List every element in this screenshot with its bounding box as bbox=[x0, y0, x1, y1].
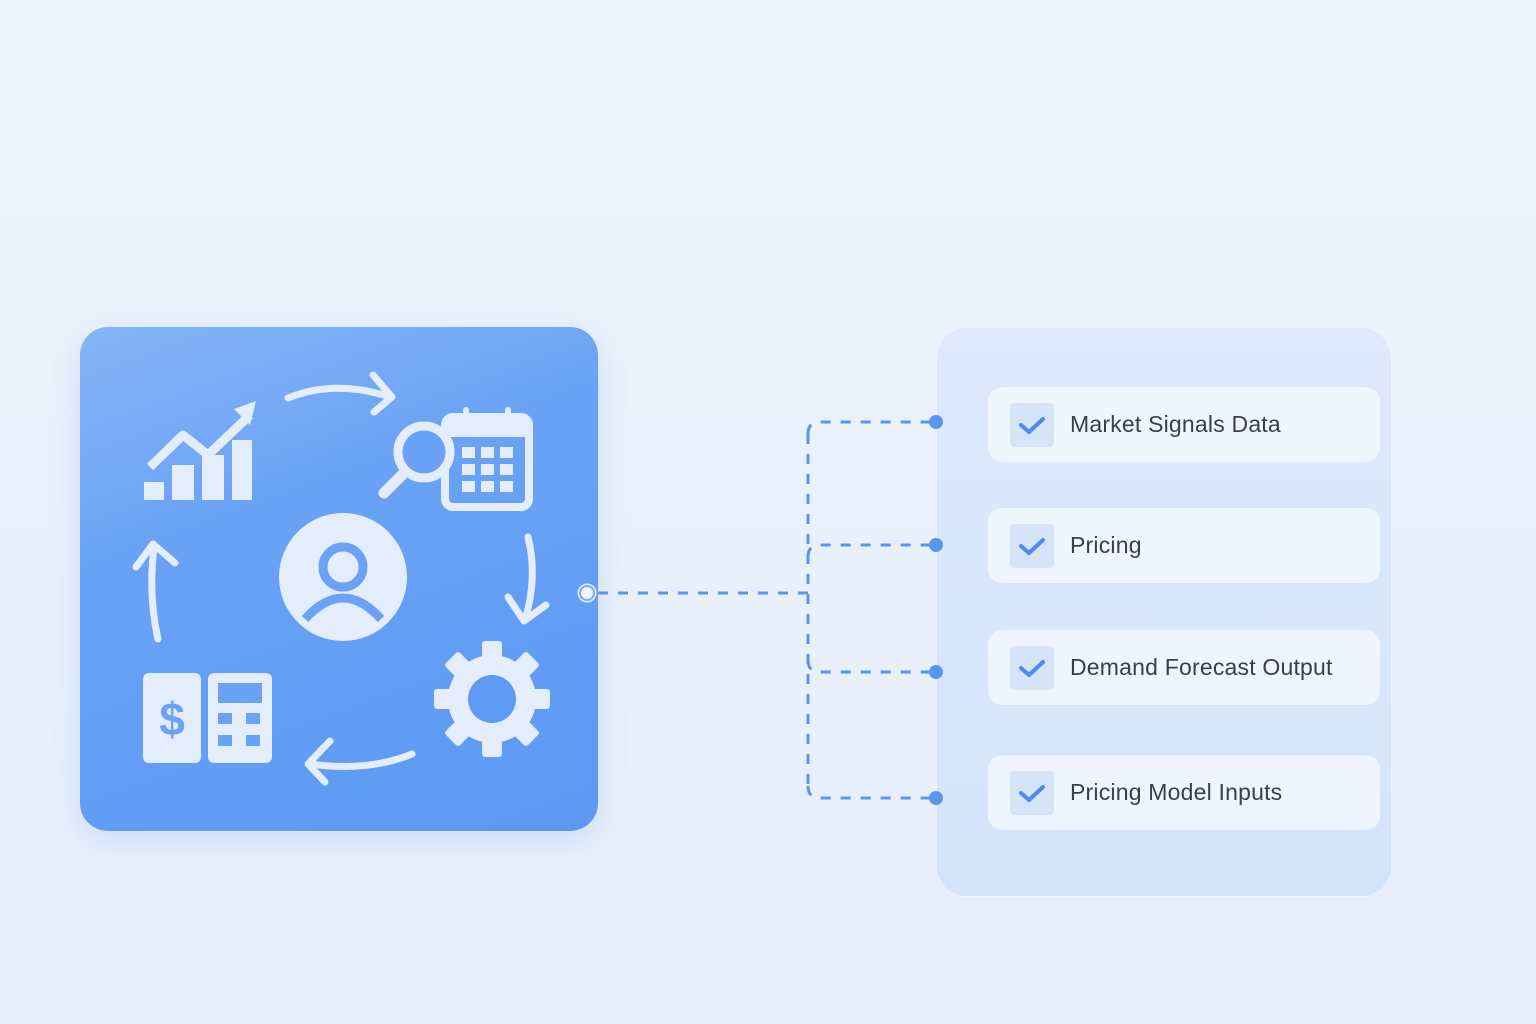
arrow-right-curved-icon bbox=[284, 371, 396, 416]
checkbox-checked[interactable] bbox=[1010, 523, 1054, 568]
workflow-hub-card: $ bbox=[80, 327, 598, 831]
checkbox-checked[interactable] bbox=[1010, 402, 1054, 447]
checklist-item-label: Demand Forecast Output bbox=[1070, 654, 1333, 680]
checkmark-icon bbox=[1019, 784, 1045, 802]
checkbox-checked[interactable] bbox=[1010, 645, 1054, 690]
user-circle-icon bbox=[279, 513, 407, 641]
checklist-item-pricing-model-inputs[interactable]: Pricing Model Inputs bbox=[988, 755, 1380, 830]
checklist-item-label: Pricing Model Inputs bbox=[1070, 779, 1283, 805]
checkmark-icon bbox=[1019, 659, 1045, 677]
checkbox-checked[interactable] bbox=[1010, 770, 1054, 815]
checklist-item-market-signals-data[interactable]: Market Signals Data bbox=[988, 387, 1380, 462]
checklist-item-pricing[interactable]: Pricing bbox=[988, 508, 1380, 583]
arrow-left-curved-icon bbox=[304, 737, 416, 786]
workflow-cycle-graphic: $ bbox=[132, 371, 550, 786]
checkmark-icon bbox=[1019, 416, 1045, 434]
arrow-up-curved-icon bbox=[132, 540, 179, 643]
checkmark-icon bbox=[1019, 537, 1045, 555]
checklist-item-label: Market Signals Data bbox=[1070, 411, 1281, 437]
arrow-down-curved-icon bbox=[504, 533, 550, 625]
checklist-item-label: Pricing bbox=[1070, 532, 1142, 558]
svg-text:$: $ bbox=[159, 693, 185, 745]
growth-chart-icon bbox=[144, 401, 256, 500]
gear-icon bbox=[434, 641, 550, 757]
dollar-calculator-icon: $ bbox=[143, 673, 272, 763]
checklist-item-demand-forecast-output[interactable]: Demand Forecast Output bbox=[988, 630, 1380, 705]
search-calendar-icon bbox=[378, 407, 533, 511]
